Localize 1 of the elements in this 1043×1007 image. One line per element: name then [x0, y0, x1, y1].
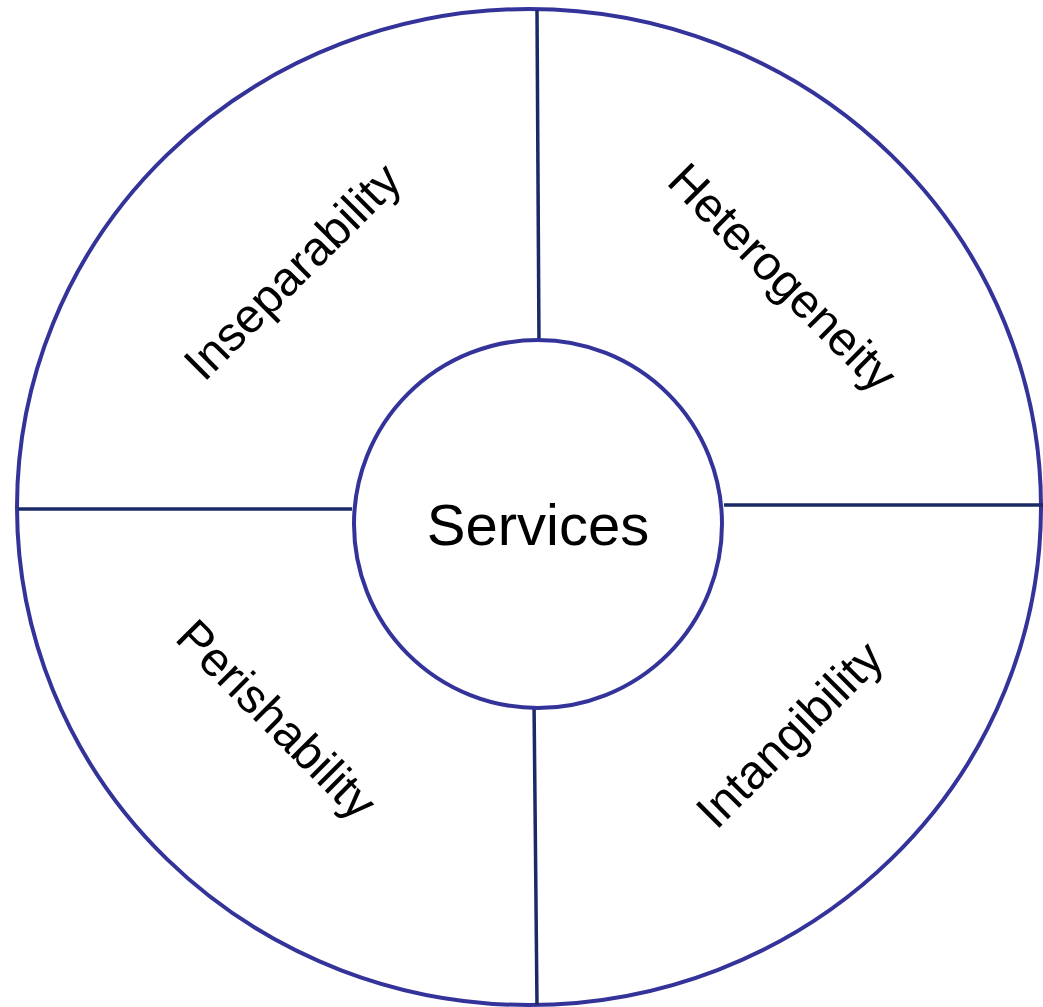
- center-label: Services: [426, 490, 650, 558]
